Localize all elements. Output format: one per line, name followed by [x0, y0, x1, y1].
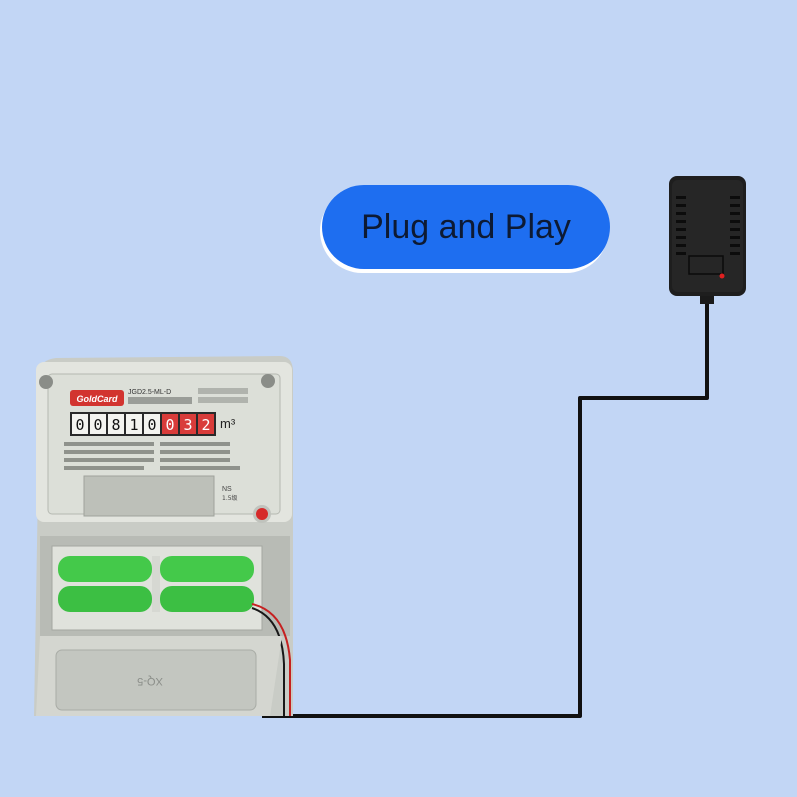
meter-counter: 0 0 8 1 0 0 3 2 m³ — [70, 412, 236, 436]
badge-label: Plug and Play — [361, 207, 571, 246]
svg-text:NS: NS — [222, 486, 232, 493]
gas-meter: GoldCard JGD2.5-ML-D 0 0 8 1 0 — [34, 356, 293, 716]
counter-digit: 0 — [75, 416, 84, 434]
meter-lcd — [83, 475, 215, 517]
counter-digit: 8 — [111, 416, 120, 434]
counter-digit: 0 — [165, 416, 174, 434]
meter-red-button — [256, 508, 268, 520]
adapter-vents — [676, 196, 740, 255]
power-adapter — [669, 176, 746, 304]
battery-pack — [58, 556, 254, 612]
counter-digit: 1 — [129, 416, 138, 434]
counter-digit: 0 — [147, 416, 156, 434]
counter-unit: m³ — [220, 416, 236, 431]
goldcard-logo: GoldCard — [70, 390, 124, 406]
svg-text:JGD2.5-ML-D: JGD2.5-ML-D — [128, 389, 171, 396]
meter-spec-lines — [64, 442, 240, 470]
meter-cover-stamp: XQ-5 — [137, 675, 163, 687]
meter-grade: 1.5级 — [222, 494, 238, 502]
power-cable — [262, 300, 709, 718]
counter-digit: 3 — [183, 416, 192, 434]
counter-digit: 0 — [93, 416, 102, 434]
counter-digit: 2 — [201, 416, 210, 434]
svg-text:GoldCard: GoldCard — [76, 394, 118, 404]
adapter-led — [719, 273, 725, 279]
plug-and-play-badge: Plug and Play — [322, 185, 610, 269]
